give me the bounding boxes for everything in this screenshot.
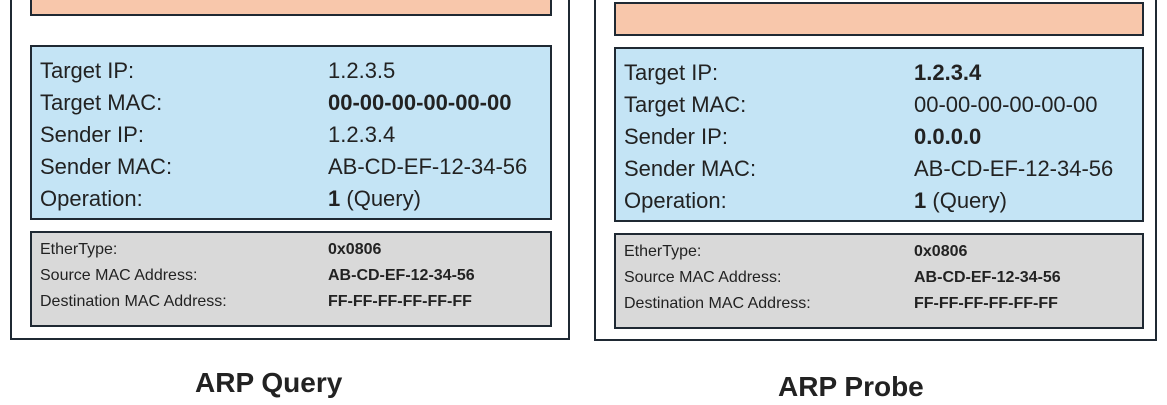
target-ip-label: Target IP:: [40, 58, 135, 83]
source-mac-label: Source MAC Address:: [40, 267, 198, 284]
ethertype-label: EtherType:: [40, 241, 118, 258]
destination-mac-label: Destination MAC Address:: [40, 293, 227, 310]
source-mac-row: Source MAC Address: AB-CD-EF-12-34-56: [624, 265, 1134, 291]
sender-mac-value: AB-CD-EF-12-34-56: [914, 156, 1114, 181]
sender-mac-label: Sender MAC:: [40, 154, 173, 179]
operation-value-group: 1 (Query): [914, 185, 1007, 217]
destination-mac-row: Destination MAC Address: FF-FF-FF-FF-FF-…: [40, 289, 542, 315]
target-ip-value: 1.2.3.5: [328, 58, 396, 83]
target-mac-value: 00-00-00-00-00-00: [328, 90, 512, 115]
target-ip-row: Target IP: 1.2.3.4: [624, 57, 1134, 89]
arp-header-section: Target IP: 1.2.3.4 Target MAC: 00-00-00-…: [614, 47, 1144, 222]
source-mac-label: Source MAC Address:: [624, 269, 782, 286]
destination-mac-label: Destination MAC Address:: [624, 295, 811, 312]
sender-ip-value: 0.0.0.0: [914, 124, 982, 149]
sender-mac-value: AB-CD-EF-12-34-56: [328, 154, 528, 179]
operation-value-group: 1 (Query): [328, 183, 421, 215]
destination-mac-value: FF-FF-FF-FF-FF-FF: [328, 293, 472, 310]
payload-section: [614, 2, 1144, 36]
ethertype-value: 0x0806: [914, 243, 968, 260]
destination-mac-row: Destination MAC Address: FF-FF-FF-FF-FF-…: [624, 291, 1134, 317]
ethertype-label: EtherType:: [624, 243, 702, 260]
arp-query-title: ARP Query: [195, 367, 343, 398]
sender-ip-row: Sender IP: 1.2.3.4: [40, 119, 542, 151]
operation-label: Operation:: [624, 188, 727, 213]
sender-mac-row: Sender MAC: AB-CD-EF-12-34-56: [624, 153, 1134, 185]
arp-probe-packet: Target IP: 1.2.3.4 Target MAC: 00-00-00-…: [594, 0, 1157, 341]
ethertype-row: EtherType: 0x0806: [40, 237, 542, 263]
ethernet-header-section: EtherType: 0x0806 Source MAC Address: AB…: [30, 231, 552, 327]
source-mac-value: AB-CD-EF-12-34-56: [328, 267, 475, 284]
operation-row: Operation: 1 (Query): [40, 183, 542, 215]
target-mac-value: 00-00-00-00-00-00: [914, 92, 1098, 117]
ethertype-value: 0x0806: [328, 241, 382, 258]
sender-ip-value: 1.2.3.4: [328, 122, 396, 147]
operation-code: 1: [914, 188, 927, 213]
source-mac-value: AB-CD-EF-12-34-56: [914, 269, 1061, 286]
ethertype-row: EtherType: 0x0806: [624, 239, 1134, 265]
target-mac-row: Target MAC: 00-00-00-00-00-00: [40, 87, 542, 119]
arp-header-section: Target IP: 1.2.3.5 Target MAC: 00-00-00-…: [30, 45, 552, 220]
arp-probe-title: ARP Probe: [778, 371, 924, 402]
sender-ip-row: Sender IP: 0.0.0.0: [624, 121, 1134, 153]
sender-mac-row: Sender MAC: AB-CD-EF-12-34-56: [40, 151, 542, 183]
target-mac-label: Target MAC:: [624, 92, 747, 117]
operation-label: Operation:: [40, 186, 143, 211]
arp-query-packet: Target IP: 1.2.3.5 Target MAC: 00-00-00-…: [10, 0, 570, 340]
target-mac-label: Target MAC:: [40, 90, 163, 115]
target-ip-value: 1.2.3.4: [914, 60, 982, 85]
sender-mac-label: Sender MAC:: [624, 156, 757, 181]
operation-row: Operation: 1 (Query): [624, 185, 1134, 217]
operation-code: 1: [328, 186, 341, 211]
destination-mac-value: FF-FF-FF-FF-FF-FF: [914, 295, 1058, 312]
operation-suffix: (Query): [932, 188, 1007, 213]
payload-section: [30, 0, 552, 16]
sender-ip-label: Sender IP:: [624, 124, 728, 149]
target-ip-row: Target IP: 1.2.3.5: [40, 55, 542, 87]
ethernet-header-section: EtherType: 0x0806 Source MAC Address: AB…: [614, 233, 1144, 329]
operation-suffix: (Query): [346, 186, 421, 211]
sender-ip-label: Sender IP:: [40, 122, 144, 147]
target-mac-row: Target MAC: 00-00-00-00-00-00: [624, 89, 1134, 121]
source-mac-row: Source MAC Address: AB-CD-EF-12-34-56: [40, 263, 542, 289]
target-ip-label: Target IP:: [624, 60, 719, 85]
